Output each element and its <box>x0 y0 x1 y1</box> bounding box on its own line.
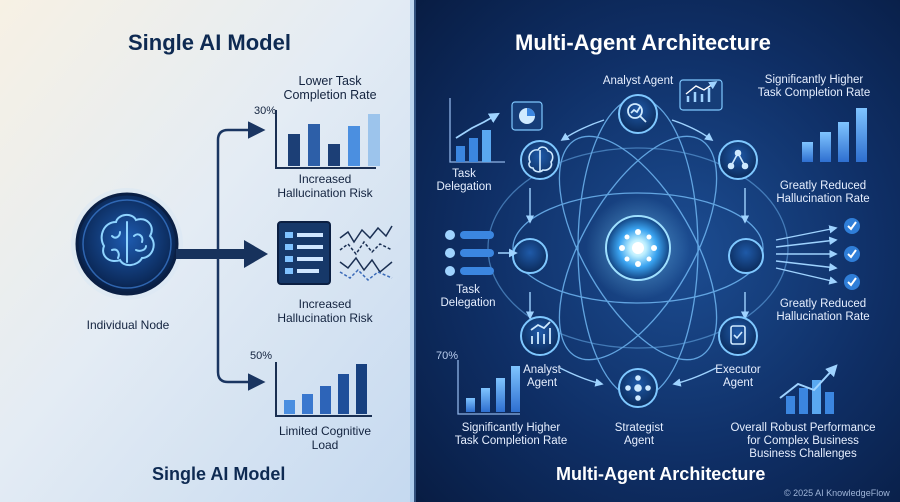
bottom-chart-bar-2 <box>302 394 313 414</box>
agent-label-bottom: Strategist Agent <box>614 422 664 447</box>
hub-network-icon <box>619 229 657 267</box>
bottom-chart-bar-4 <box>338 374 349 414</box>
bottom-chart-percent: 50% <box>250 350 273 362</box>
left-bottom-title: Single AI Model <box>152 464 286 484</box>
agent-node-mid-right <box>728 238 764 274</box>
right-top-bar-2 <box>820 132 831 162</box>
right-bottom-left-percent: 70% <box>436 350 459 362</box>
callout-upper-right: Greatly Reduced Hallucination Rate <box>776 180 870 205</box>
bottom-chart-bar-1 <box>284 400 295 414</box>
strategy-network-icon <box>625 375 651 401</box>
middle-caption: Increased Hallucination Risk <box>277 297 373 325</box>
bottom-chart-bar-5 <box>356 364 367 414</box>
right-bottom-left-bar-4 <box>511 366 520 412</box>
right-bottom-left-bar-1 <box>466 398 475 412</box>
brain-icon <box>100 214 155 266</box>
agent-label-mid-left: Task Delegation <box>440 284 496 309</box>
bottom-chart-caption: Limited Cognitive Load <box>278 424 372 452</box>
right-top-bar-chart <box>802 108 867 162</box>
right-top-bar-3 <box>838 122 849 162</box>
checkmark-icons <box>844 218 860 290</box>
agent-node-lower-right <box>718 316 758 356</box>
chart-small-icon <box>530 321 551 344</box>
right-bottom-title: Multi-Agent Architecture <box>556 464 766 484</box>
top-chart-caption: Increased Hallucination Risk <box>277 172 373 200</box>
analyst-chart-icon <box>679 79 723 111</box>
right-top-bar-4 <box>856 108 867 162</box>
agent-label-lower-left: Analyst Agent <box>523 364 561 389</box>
agent-label-top: Analyst Agent <box>602 75 674 87</box>
agent-label-upper-left: Task Delegation <box>436 168 492 193</box>
task-list-icon <box>445 230 518 276</box>
branch-arrow-bottom <box>216 258 266 391</box>
right-bottom-left-bar-2 <box>481 388 490 412</box>
bottom-bar-chart <box>275 362 372 417</box>
right-bottom-left-bar-3 <box>496 378 505 412</box>
document-icon <box>277 221 331 285</box>
main-arrow <box>176 240 268 268</box>
magnifier-chart-icon <box>627 103 647 123</box>
footer-credit: © 2025 AI KnowledgeFlow <box>784 488 890 498</box>
agent-node-upper-right <box>718 140 758 180</box>
top-bar-chart <box>275 110 380 169</box>
top-chart-percent: 30% <box>254 105 277 117</box>
robust-performance-chart-icon <box>779 364 838 414</box>
agent-label-lower-right: Executor Agent <box>715 364 761 389</box>
task-report-icon <box>449 98 543 163</box>
callout-mid-right: Greatly Reduced Hallucination Rate <box>776 298 870 323</box>
individual-node-label: Individual Node <box>86 318 170 332</box>
agent-node-upper-left <box>520 140 560 180</box>
top-chart-bar-5 <box>368 114 380 166</box>
agent-node-mid-left <box>512 238 548 274</box>
branch-arrow-top <box>216 121 266 250</box>
right-top-bar-1 <box>802 142 813 162</box>
right-panel-title: Multi-Agent Architecture <box>515 30 771 55</box>
top-chart-header: Lower Task Completion Rate <box>283 74 377 102</box>
agent-node-top <box>618 94 658 134</box>
bottom-chart-bar-3 <box>320 386 331 414</box>
network-small-icon <box>727 149 749 170</box>
agent-node-lower-left <box>520 316 560 356</box>
left-panel-title: Single AI Model <box>128 30 291 55</box>
clipboard-check-icon <box>730 325 746 345</box>
brain-small-icon <box>528 146 554 173</box>
callout-bottom-right: Overall Robust Performance for Complex B… <box>730 422 876 460</box>
top-chart-bar-1 <box>288 134 300 166</box>
top-chart-bar-2 <box>308 124 320 166</box>
agent-node-bottom <box>618 368 658 408</box>
top-chart-bar-3 <box>328 144 340 166</box>
noisy-signal-lines <box>339 225 393 282</box>
callout-bottom-left: Significantly Higher Task Completion Rat… <box>454 422 568 447</box>
converging-arrows-icon <box>775 225 838 285</box>
right-bottom-left-bar-chart <box>457 360 520 415</box>
orbit-network <box>487 97 789 399</box>
callout-top-right: Significantly Higher Task Completion Rat… <box>757 74 871 99</box>
top-chart-bar-4 <box>348 126 360 166</box>
